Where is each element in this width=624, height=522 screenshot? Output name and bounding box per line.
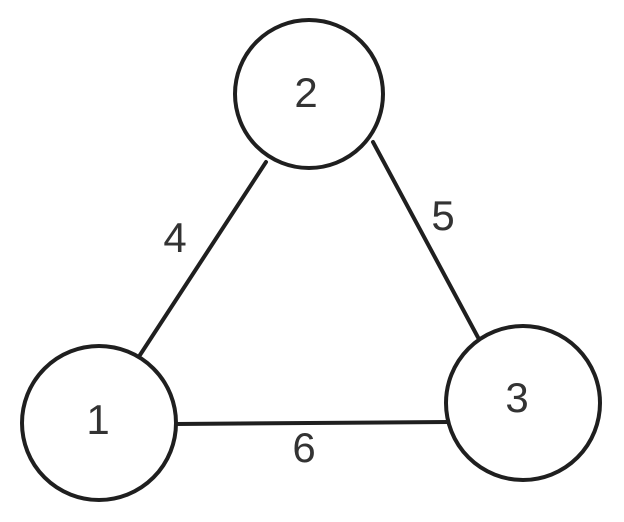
- edge-1-2-weight-label: 4: [163, 214, 186, 261]
- edge-1-3-weight-label: 6: [292, 424, 315, 471]
- node-2-label: 2: [294, 69, 317, 116]
- node-1-circle[interactable]: [20, 344, 178, 502]
- edge-1-2-line[interactable]: [138, 160, 268, 357]
- node-1-label: 1: [86, 396, 109, 443]
- node-3-label: 3: [505, 374, 528, 421]
- node-2-circle[interactable]: [233, 18, 385, 170]
- edge-1-3-line[interactable]: [174, 420, 450, 426]
- node-3-circle[interactable]: [444, 324, 602, 482]
- edges-layer: [138, 140, 483, 426]
- edge-2-3-line[interactable]: [371, 140, 483, 345]
- node-labels-layer: 1 2 3: [86, 69, 528, 443]
- edge-labels-layer: 4 5 6: [163, 192, 454, 471]
- edge-2-3-weight-label: 5: [431, 192, 454, 239]
- nodes-layer: [20, 18, 602, 502]
